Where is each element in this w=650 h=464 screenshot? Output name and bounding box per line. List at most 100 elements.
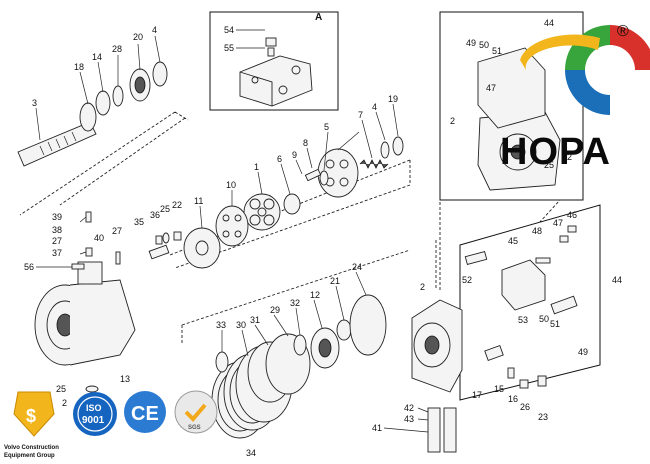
callout-53: 53 <box>518 315 528 325</box>
plug-46 <box>567 225 577 233</box>
spring-16 <box>507 367 515 379</box>
callout-20: 20 <box>133 32 143 42</box>
callout-2-bottom: 2 <box>62 398 67 408</box>
output-shaft <box>17 121 97 167</box>
assembly-line-lower <box>181 249 411 345</box>
callout-56: 56 <box>24 262 34 272</box>
sgs-text: SGS <box>188 425 201 431</box>
callout-47-top: 47 <box>486 83 496 93</box>
iso-text: ISO <box>86 403 102 413</box>
callout-27-left: 27 <box>52 236 62 246</box>
plug-48 <box>535 257 551 264</box>
valve-block-45 <box>501 259 546 311</box>
plug-47-lower <box>559 235 569 243</box>
cover-2-top <box>477 111 561 191</box>
callout-55: 55 <box>224 43 234 53</box>
pin-27 <box>115 251 121 265</box>
callout-23: 23 <box>538 412 548 422</box>
footer-line-1: Volvo Construction <box>4 445 59 451</box>
cartridge-41b <box>443 407 457 453</box>
detail-a-valve-body <box>239 37 313 107</box>
callout-10: 10 <box>226 180 236 190</box>
callout-8: 8 <box>303 138 308 148</box>
callout-49-lower: 49 <box>578 347 588 357</box>
callout-44-lower: 44 <box>612 275 622 285</box>
callout-31: 31 <box>250 315 260 325</box>
callout-30: 30 <box>236 320 246 330</box>
callout-16: 16 <box>508 394 518 404</box>
pin-56 <box>71 263 85 270</box>
callout-46: 46 <box>567 210 577 220</box>
callout-3: 3 <box>32 98 37 108</box>
callout-2-right: 2 <box>420 282 425 292</box>
callout-42: 42 <box>404 403 414 413</box>
callout-19: 19 <box>388 94 398 104</box>
callout-49-top: 49 <box>466 38 476 48</box>
callout-50-lower: 50 <box>539 314 549 324</box>
callout-35: 35 <box>134 217 144 227</box>
callout-44-top: 44 <box>544 18 554 28</box>
sgs-badge: SGS <box>174 390 218 434</box>
port-cover-2 <box>411 299 463 393</box>
large-oring-24 <box>349 294 387 356</box>
callout-51-lower: 51 <box>550 319 560 329</box>
callout-28: 28 <box>112 44 122 54</box>
callout-22-left: 22 <box>172 200 182 210</box>
callout-11: 11 <box>194 196 203 206</box>
callout-9: 9 <box>292 150 297 160</box>
ce-text: CE <box>131 403 159 425</box>
spring-32 <box>293 334 307 356</box>
plug-36 <box>155 235 163 245</box>
callout-34: 34 <box>246 448 256 458</box>
callout-21: 21 <box>330 276 340 286</box>
callout-13: 13 <box>120 374 130 384</box>
callout-26: 26 <box>520 402 530 412</box>
gear-12 <box>310 327 340 369</box>
callout-37: 37 <box>52 248 62 258</box>
callout-27-mid: 27 <box>112 226 122 236</box>
retainer-plate-10 <box>215 205 249 247</box>
assembly-line-upper <box>19 111 189 216</box>
plug-26 <box>519 379 529 389</box>
callout-54: 54 <box>224 25 234 35</box>
callout-40: 40 <box>94 233 104 243</box>
callout-5: 5 <box>324 122 329 132</box>
callout-24: 24 <box>352 262 362 272</box>
ring-4-top <box>152 61 168 87</box>
oring-19 <box>392 136 404 156</box>
ring-28 <box>112 85 124 107</box>
cartridge-41a <box>427 407 441 453</box>
plug-23 <box>537 375 547 387</box>
plug-22-left <box>173 231 182 241</box>
callout-47-lower: 47 <box>553 218 563 228</box>
callout-39: 39 <box>52 212 62 222</box>
spring-7 <box>359 159 389 169</box>
callout-25-left: 25 <box>160 204 170 214</box>
ring-4-mid <box>380 141 390 159</box>
callout-32: 32 <box>290 298 300 308</box>
ce-mark-badge: CE <box>124 391 166 433</box>
relief-valve-52 <box>464 250 488 266</box>
bearing-21 <box>336 319 352 341</box>
washer-9 <box>319 170 329 186</box>
swash-plate-11 <box>183 227 221 269</box>
callout-50-top: 50 <box>479 40 489 50</box>
bolt-39 <box>85 211 92 223</box>
snap-ring-18 <box>79 102 97 132</box>
relief-valve-49 <box>550 295 578 315</box>
hopa-logo-text: HOPA <box>500 131 611 173</box>
callout-18: 18 <box>74 62 84 72</box>
spherical-bush-6 <box>283 193 301 215</box>
callout-6: 6 <box>277 154 282 164</box>
oring-25-left <box>162 232 170 244</box>
callout-43: 43 <box>404 414 414 424</box>
callout-25-top: 25 <box>544 160 554 170</box>
ring-33 <box>215 351 229 373</box>
callout-22-top: 22 <box>562 152 572 162</box>
callout-33: 33 <box>216 320 226 330</box>
callout-51-top: 51 <box>492 46 502 56</box>
callout-1: 1 <box>254 162 259 172</box>
callout-2-top: 2 <box>450 116 455 126</box>
callout-45: 45 <box>508 236 518 246</box>
